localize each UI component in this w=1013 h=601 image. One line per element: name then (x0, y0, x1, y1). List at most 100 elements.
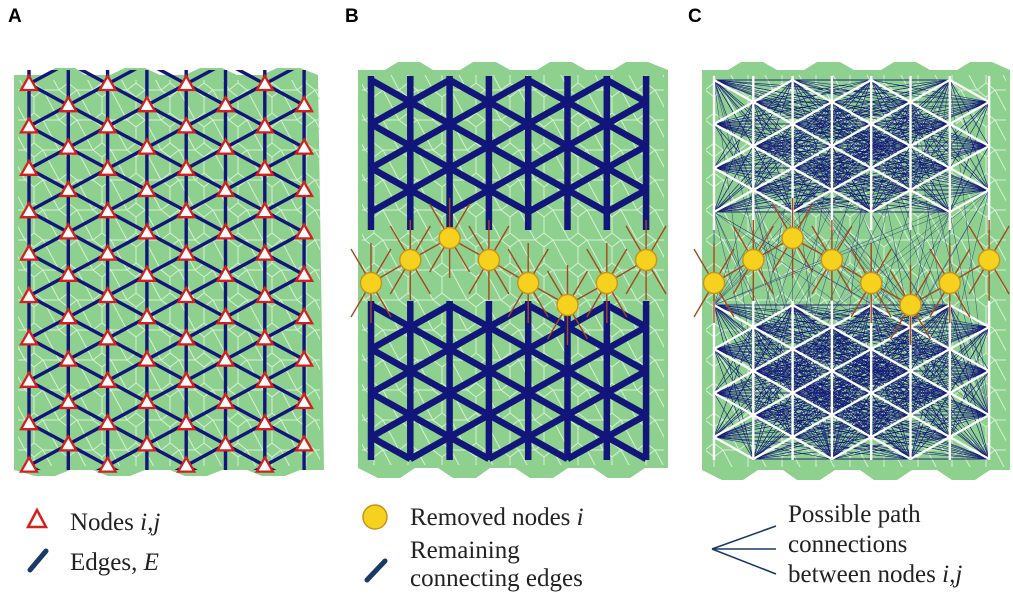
removed-node (595, 271, 618, 295)
path-connection (713, 211, 990, 416)
triangle-node (19, 200, 39, 219)
edge (369, 99, 412, 127)
triangle-node (215, 434, 236, 452)
edge (408, 434, 452, 462)
edge (752, 435, 794, 461)
edge (408, 368, 452, 396)
edge (186, 487, 225, 508)
edge (565, 368, 609, 396)
edge (831, 166, 872, 192)
legend-removed-label: Removed nodes i (410, 504, 584, 531)
edge (831, 144, 872, 170)
legend-path-line1: Possible path (788, 501, 921, 528)
triangle-node (19, 158, 39, 176)
edge (909, 188, 951, 214)
triangle-node (58, 179, 79, 198)
edge (831, 435, 872, 461)
edge (448, 324, 491, 352)
triangle-node (58, 94, 79, 113)
edge (78, 70, 109, 86)
edge (713, 166, 754, 192)
edge (487, 412, 530, 440)
edge (226, 42, 265, 63)
edge (565, 165, 609, 193)
edge (949, 144, 990, 170)
edge (713, 122, 754, 148)
edge (870, 391, 912, 417)
path-connection (949, 189, 990, 350)
triangle-node (254, 285, 275, 304)
triangle-node (176, 243, 197, 261)
edge (448, 302, 491, 330)
edge (408, 346, 452, 374)
edge (565, 434, 609, 462)
edge (792, 188, 833, 214)
triangle-node (254, 328, 275, 346)
triangle-node (294, 306, 315, 325)
triangle-node (58, 434, 79, 452)
edge (526, 187, 570, 215)
edge-bar-icon (27, 548, 49, 573)
edge (448, 434, 491, 462)
edge (487, 187, 530, 215)
edge (713, 78, 754, 104)
edge (831, 325, 872, 351)
triangle-node (254, 116, 275, 134)
edge (487, 368, 530, 396)
edge (265, 42, 304, 63)
triangle-node (215, 222, 236, 240)
edge (369, 77, 412, 105)
edge (408, 302, 452, 330)
edge (448, 187, 491, 215)
edge (792, 325, 833, 351)
edge (108, 487, 147, 508)
triangle-node (136, 94, 157, 113)
edge (448, 99, 491, 127)
edge (831, 100, 872, 126)
legend-path-line2: connections (788, 531, 907, 558)
edge (870, 144, 912, 170)
triangle-node (215, 179, 236, 198)
edge (909, 347, 951, 373)
triangle-node (136, 306, 157, 325)
legend-b: Removed nodes i Remaining connecting edg… (362, 504, 584, 592)
edge (565, 77, 609, 105)
edge (29, 42, 68, 63)
edge (870, 100, 912, 126)
triangle-node (19, 285, 39, 304)
edge (949, 391, 990, 417)
edge (752, 325, 794, 351)
triangle-node (294, 94, 315, 113)
edge (870, 413, 912, 439)
edge (186, 508, 225, 529)
triangle-node (254, 370, 275, 388)
edge (106, 70, 138, 86)
edge (565, 121, 609, 149)
edge (526, 412, 570, 440)
triangle-node (254, 455, 275, 473)
path-connection (753, 123, 872, 372)
edge (605, 187, 648, 215)
edge (831, 122, 872, 148)
panel-letter-a: A (8, 6, 22, 27)
triangle-node (176, 370, 197, 388)
node-set-a (19, 73, 315, 473)
triangle-node (19, 243, 39, 261)
removed-node (702, 271, 726, 295)
path-connection (753, 189, 793, 394)
edge (408, 143, 452, 171)
triangle-node (294, 222, 315, 240)
edge (408, 390, 452, 418)
path-connection (831, 211, 950, 460)
triangle-node (97, 158, 118, 176)
path-connection (713, 211, 833, 460)
edge (752, 303, 794, 329)
removed-node (860, 271, 883, 295)
triangle-node (58, 264, 79, 282)
removed-node (399, 248, 422, 272)
edge (448, 121, 491, 149)
edge (408, 121, 452, 149)
edge (487, 143, 530, 171)
edge (792, 369, 833, 395)
edge (909, 122, 951, 148)
